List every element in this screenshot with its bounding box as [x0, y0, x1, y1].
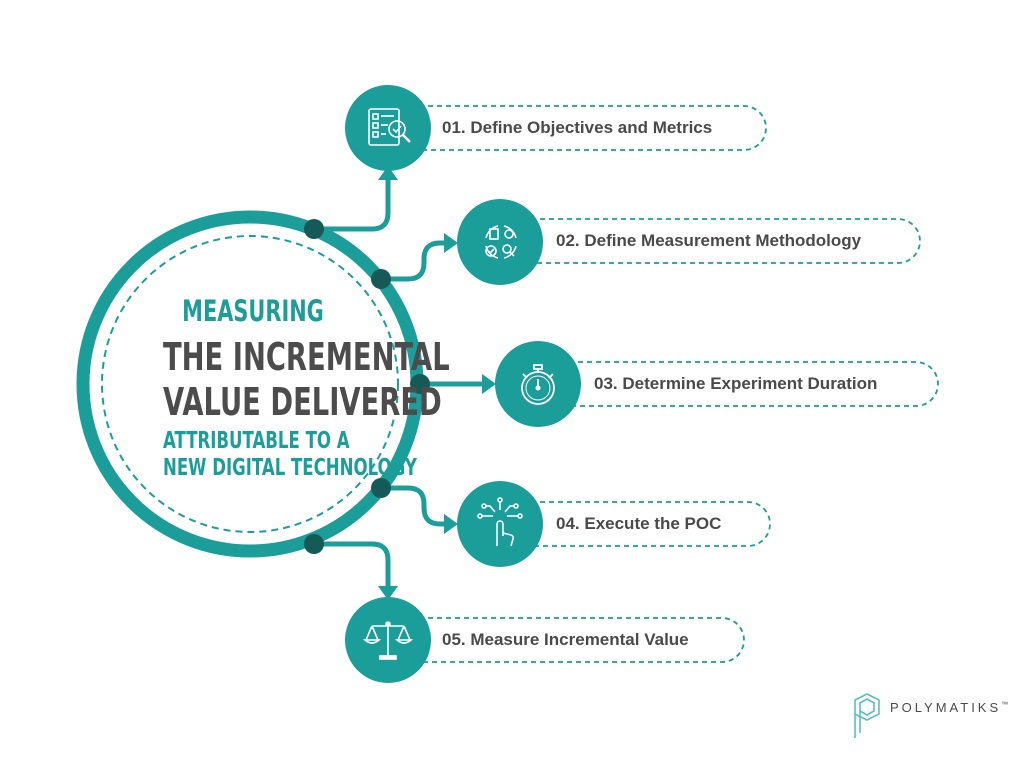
hub-title-measuring: MEASURING [182, 294, 324, 328]
label-box-4 [499, 501, 771, 547]
brand-trademark: ™ [1001, 701, 1009, 709]
label-box-3 [537, 361, 939, 407]
brand-name: POLYMATIKS [890, 700, 1002, 715]
connector-4 [378, 485, 449, 527]
ring-node-1 [304, 219, 324, 239]
checklist-magnifier-icon [368, 108, 411, 146]
stopwatch-icon [521, 364, 555, 405]
ring-node-3 [410, 374, 430, 394]
step-circle-1 [345, 85, 431, 171]
arrowhead-3 [482, 374, 496, 394]
polymatiks-logo-icon [854, 693, 880, 738]
hub-subtitle-attributable: ATTRIBUTABLE TO A [163, 428, 350, 454]
ring-node-2 [371, 269, 391, 289]
step-label-4: 04. Execute the POC [556, 514, 722, 533]
ring-node-5 [304, 534, 324, 554]
ring-node-4 [371, 478, 391, 498]
brand-logo-text: POLYMATIKS™ [890, 700, 1008, 715]
hub-inner-dashed-ring [101, 235, 399, 533]
step-circle-2 [457, 199, 543, 285]
arrowhead-5 [378, 586, 398, 600]
step-label-1: 01. Define Objectives and Metrics [442, 118, 713, 137]
balance-scale-icon [362, 621, 414, 660]
hub-title-value-delivered: VALUE DELIVERED [163, 380, 442, 424]
connector-5 [311, 541, 391, 591]
step-circle-4 [457, 481, 543, 567]
hub-title-incremental: THE INCREMENTAL [163, 335, 450, 379]
connector-2 [378, 240, 449, 282]
arrowhead-1 [378, 166, 398, 180]
arrowhead-4 [444, 514, 458, 534]
label-box-5 [387, 617, 745, 663]
process-cycle-icon [485, 225, 517, 259]
step-label-2: 02. Define Measurement Methodology [556, 231, 862, 250]
connector-1 [311, 173, 391, 232]
step-label-5: 05. Measure Incremental Value [442, 630, 689, 649]
touch-circuit-icon [477, 497, 523, 547]
hub-subtitle-technology: NEW DIGITAL TECHNOLOGY [163, 455, 417, 481]
arrowhead-2 [444, 233, 458, 253]
label-box-1 [387, 105, 767, 151]
step-label-3: 03. Determine Experiment Duration [594, 374, 878, 393]
